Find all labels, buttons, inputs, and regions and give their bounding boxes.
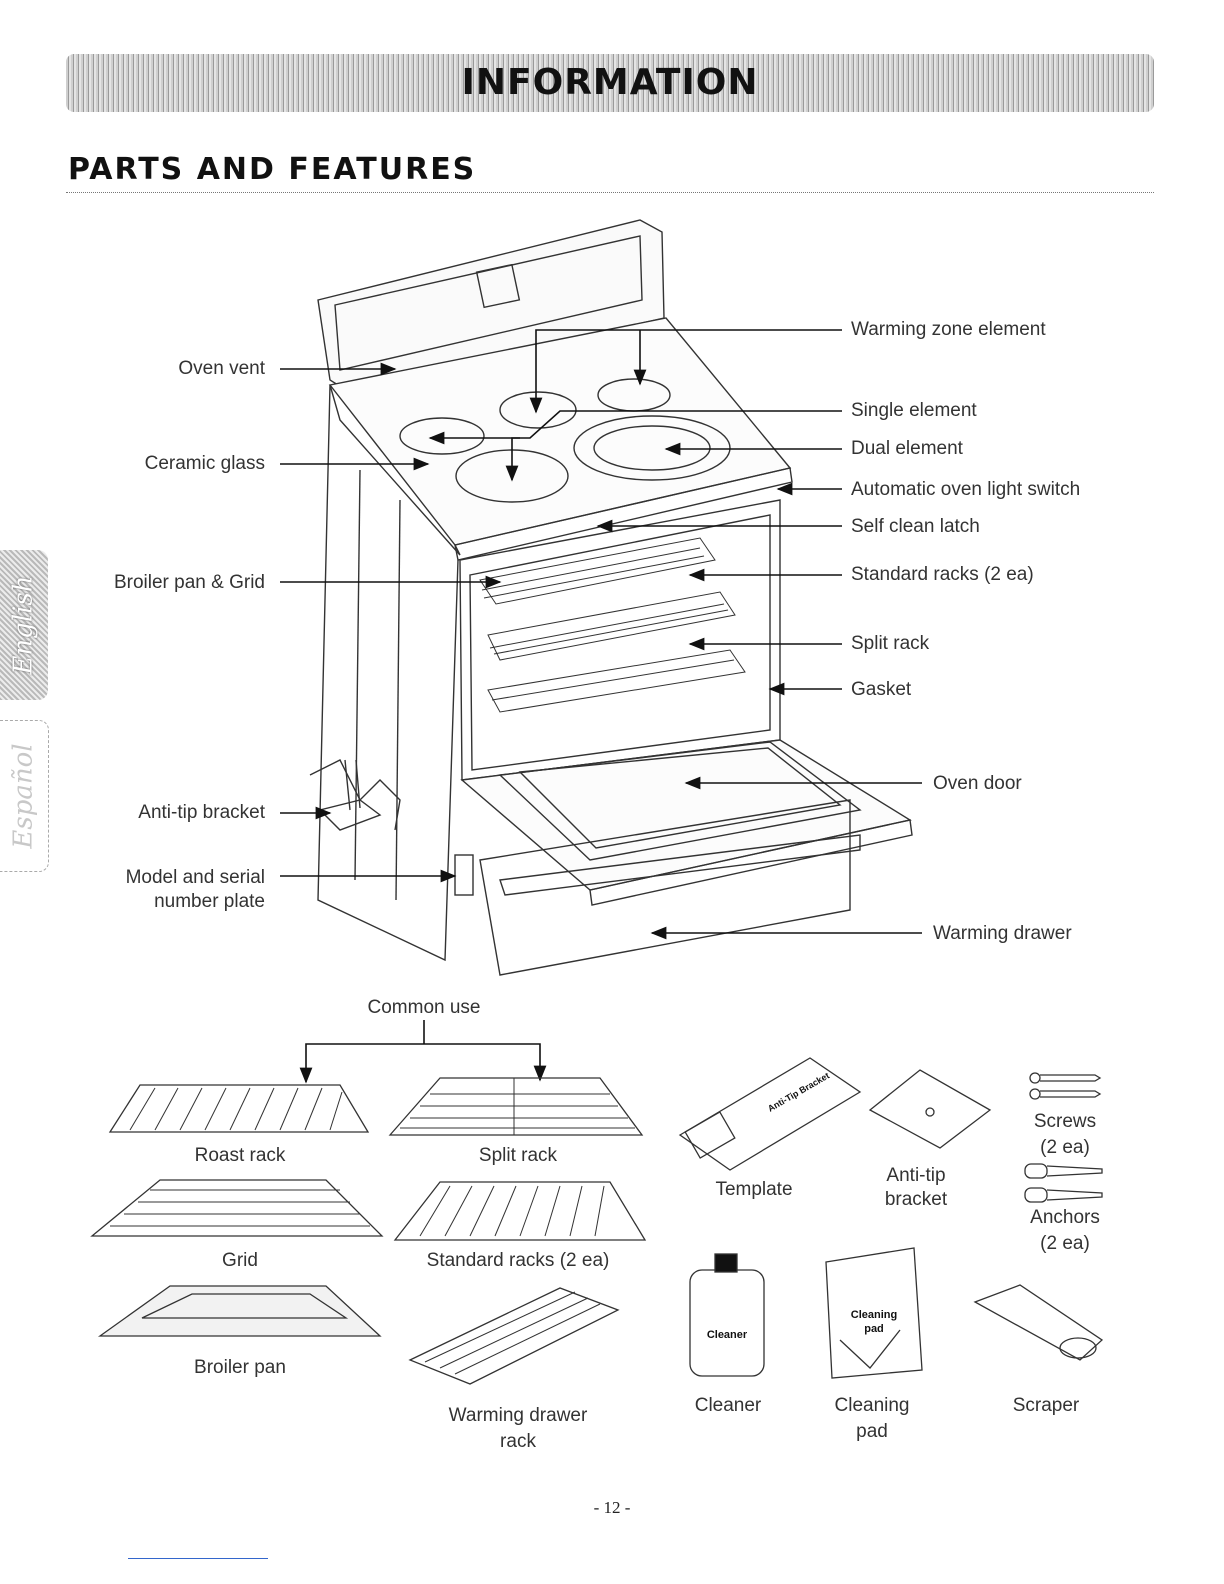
label-oven-door: Oven door [933, 773, 1022, 794]
label-dual-element: Dual element [851, 438, 963, 459]
label-roast-rack: Roast rack [194, 1145, 286, 1166]
pad-bag-label-1: Cleaning [851, 1309, 897, 1321]
label-gasket: Gasket [851, 679, 912, 700]
label-single-element: Single element [851, 400, 977, 421]
label-cleaning-pad-1: Cleaning [834, 1395, 910, 1416]
label-ceramic-glass: Ceramic glass [144, 453, 265, 474]
label-warming-drawer-rack-1: Warming drawer [448, 1405, 588, 1426]
label-standard-racks: Standard racks (2 ea) [851, 564, 1034, 585]
range-drawing [309, 219, 913, 976]
page-number: - 12 - [593, 1498, 631, 1517]
section-title: PARTS AND FEATURES [68, 152, 477, 187]
label-model-serial-1: Model and serial [125, 867, 265, 888]
label-oven-light-switch: Automatic oven light switch [851, 479, 1081, 500]
footer-line [128, 1558, 268, 1559]
banner-title: INFORMATION [461, 62, 759, 103]
label-oven-vent: Oven vent [178, 358, 265, 379]
anchors-drawing [1024, 1163, 1103, 1203]
label-anchors-1: Anchors [1030, 1207, 1100, 1228]
section-divider [66, 192, 1154, 193]
label-warming-drawer-rack-2: rack [500, 1431, 536, 1452]
label-anchors-2: (2 ea) [1040, 1233, 1090, 1254]
label-grid: Grid [222, 1250, 258, 1271]
label-broiler-pan: Broiler pan [194, 1357, 286, 1378]
label-template: Template [715, 1179, 793, 1200]
label-broiler-pan-grid: Broiler pan & Grid [113, 572, 265, 593]
label-screws-1: Screws [1033, 1111, 1097, 1132]
label-cleaning-pad-2: pad [856, 1421, 888, 1442]
header-banner: INFORMATION [66, 54, 1154, 112]
label-common-use: Common use [367, 997, 481, 1018]
label-scraper: Scraper [1012, 1395, 1080, 1416]
tab-english[interactable]: English [0, 550, 48, 700]
label-anti-tip-1: Anti-tip [886, 1165, 946, 1186]
screws-drawing [1029, 1072, 1102, 1100]
label-warming-zone: Warming zone element [851, 319, 1046, 340]
label-warming-drawer: Warming drawer [933, 923, 1072, 944]
pad-bag-label-2: pad [864, 1323, 884, 1335]
label-self-clean-latch: Self clean latch [851, 516, 980, 537]
label-anti-tip-2: bracket [884, 1189, 948, 1210]
template-print: Anti-Tip Bracket [766, 1070, 831, 1113]
label-anti-tip-bracket: Anti-tip bracket [138, 802, 265, 823]
label-standard-racks-accessory: Standard racks (2 ea) [426, 1250, 610, 1271]
accessories-drawing [90, 1057, 1104, 1385]
cleaner-bottle-label: Cleaner [707, 1329, 748, 1341]
label-screws-2: (2 ea) [1040, 1137, 1090, 1158]
label-cleaner: Cleaner [694, 1395, 762, 1416]
leader-lines [280, 329, 922, 1084]
label-model-serial-2: number plate [154, 891, 265, 912]
label-split-rack-accessory: Split rack [478, 1145, 558, 1166]
tab-espanol[interactable]: Español [0, 720, 49, 872]
label-split-rack: Split rack [851, 633, 930, 654]
